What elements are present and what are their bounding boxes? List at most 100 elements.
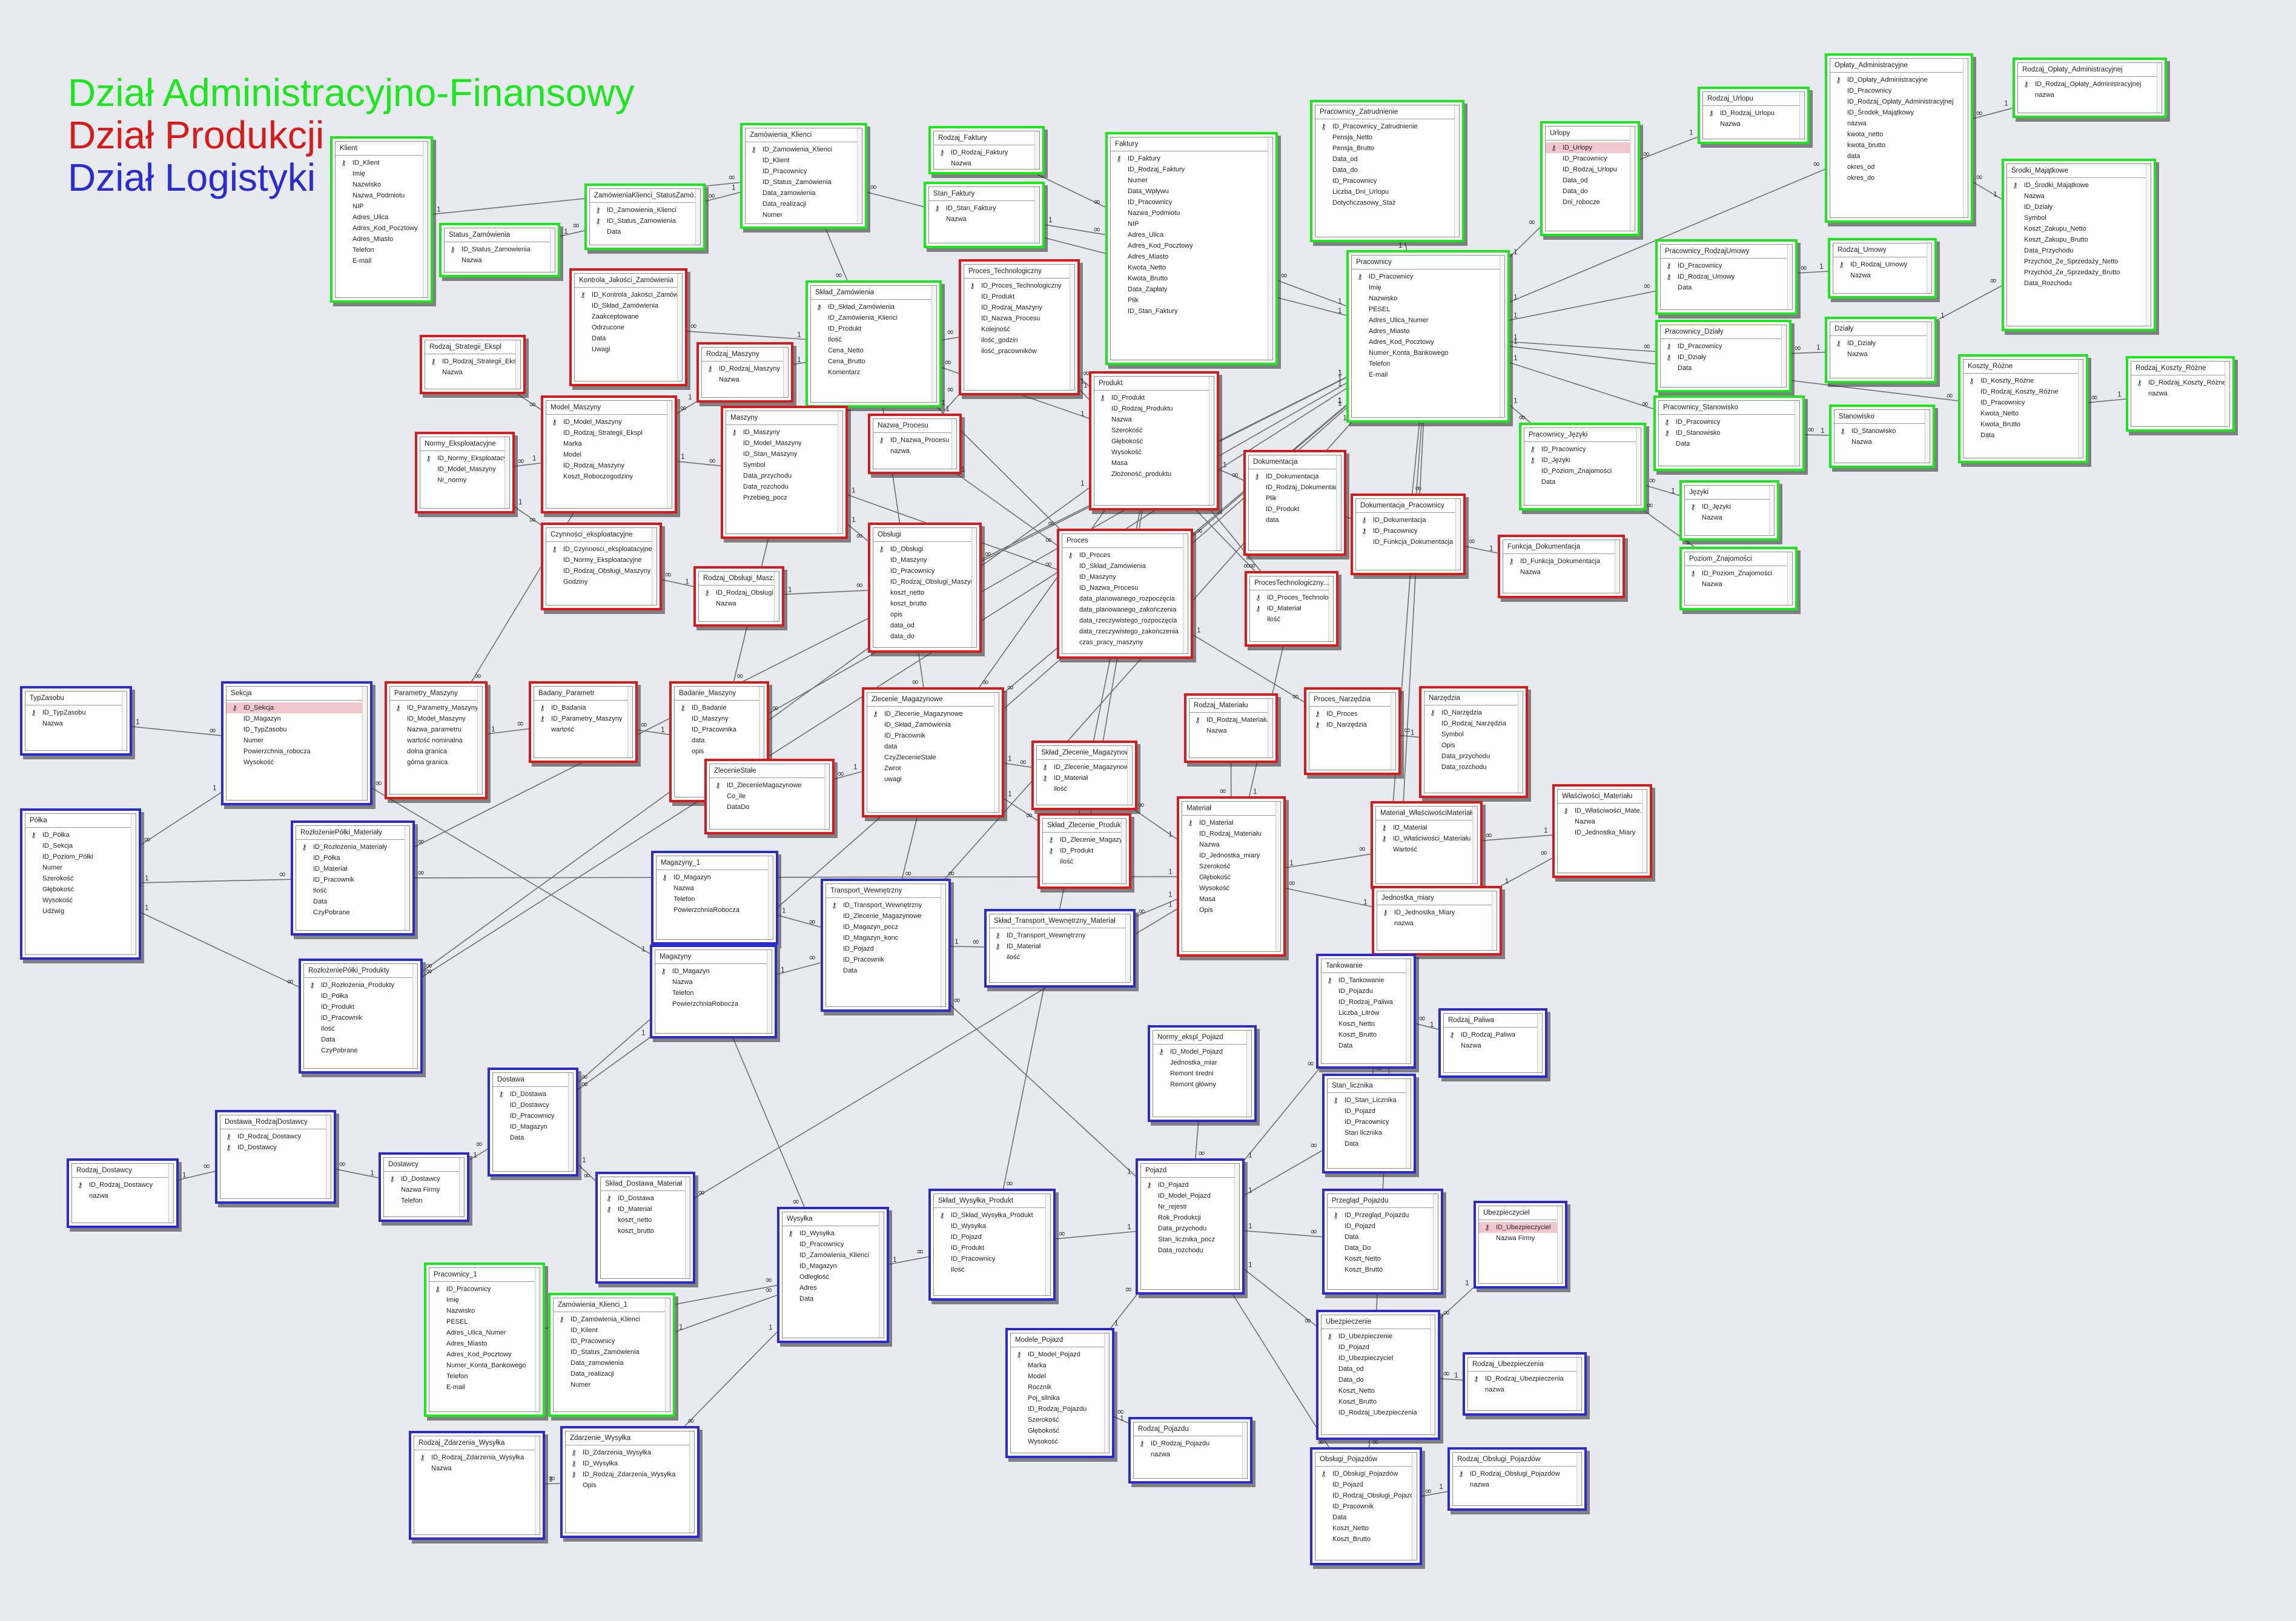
table-dostawa-rodzaj-dostawcy[interactable]: Dostawa_RodzajDostawcy⚷ID_Rodzaj_Dostawc…: [215, 1110, 336, 1204]
table-field[interactable]: Udźwig: [42, 908, 65, 915]
table-field[interactable]: Data_rozchodu: [1158, 1247, 1203, 1254]
table-field[interactable]: data_planowanego_rozpoczęcia: [1079, 595, 1175, 603]
table-scrollbar[interactable]: [783, 348, 788, 397]
table-dokumentacja-pracownicy[interactable]: Dokumentacja_Pracownicy⚷ID_Dokumentacja⚷…: [1351, 494, 1466, 575]
table-field[interactable]: Koszt_Brutto: [1345, 1266, 1383, 1273]
table-field[interactable]: Data_rozchodu: [743, 483, 789, 490]
primary-key-field[interactable]: ⚷ID_Rodzaj_Umowy: [1833, 259, 1931, 270]
table-title[interactable]: Dostawcy: [384, 1158, 464, 1172]
table-field[interactable]: Nazwa: [1111, 416, 1132, 423]
table-field[interactable]: ID_Pracownika: [692, 726, 736, 733]
table-field[interactable]: Głębokość: [1111, 438, 1143, 445]
table-field[interactable]: ID_Magazyn_pocz: [843, 923, 899, 931]
table-field[interactable]: nazwa: [1485, 1386, 1504, 1393]
table-title[interactable]: Model_Maszyny: [546, 401, 672, 415]
table-scrollbar[interactable]: [665, 1298, 670, 1411]
primary-key-field[interactable]: ⚷ID_Pracownicy_Zatrudnienie: [1315, 121, 1459, 132]
table-field[interactable]: Poj_silnika: [1028, 1395, 1060, 1402]
table-scrollbar[interactable]: [685, 1177, 690, 1278]
table-scrollbar[interactable]: [1268, 699, 1272, 758]
table-title[interactable]: Obsługi: [873, 528, 976, 542]
table-field[interactable]: nazwa: [1847, 120, 1867, 127]
table-field[interactable]: ID_Rodzaj_Koszty_Różne: [1980, 388, 2059, 395]
table-field[interactable]: Data_od: [1338, 1365, 1364, 1373]
table-field[interactable]: E-mail: [446, 1384, 466, 1391]
table-field[interactable]: Co_ile: [727, 793, 746, 800]
table-field[interactable]: Wysokość: [1111, 449, 1142, 456]
table-field[interactable]: nazwa: [890, 447, 910, 455]
primary-key-field[interactable]: ⚷ID_Magazyn: [657, 872, 773, 883]
primary-key-field[interactable]: ⚷ID_Pracownicy: [1659, 417, 1799, 428]
table-field[interactable]: Kwota_Netto: [1980, 410, 2019, 417]
table-title[interactable]: Wysyłka: [782, 1212, 884, 1226]
table-title[interactable]: Rodzaj_Paliwa: [1444, 1014, 1542, 1028]
table-title[interactable]: Poziom_Znajomości: [1685, 552, 1792, 566]
table-title[interactable]: Stan_licznika: [1328, 1079, 1411, 1093]
table-title[interactable]: Faktury: [1111, 137, 1272, 151]
table-scrollbar[interactable]: [1927, 243, 1931, 293]
table-field[interactable]: Zwrot: [884, 765, 901, 772]
table-field[interactable]: Telefon: [1369, 360, 1391, 368]
primary-key-field[interactable]: ⚷ID_Model_Pojazd: [1011, 1349, 1109, 1360]
table-scrollbar[interactable]: [951, 419, 956, 469]
table-field[interactable]: ID_Rodzaj_Opłaty_Administracyjnej: [1847, 98, 1954, 105]
table-field[interactable]: Głębokość: [42, 886, 74, 893]
primary-key-field[interactable]: ⚷ID_Rozłożenia_Materiały: [296, 842, 409, 853]
table-field[interactable]: koszt_brutto: [618, 1227, 654, 1235]
table-field[interactable]: Komentarz: [828, 369, 861, 376]
table-field[interactable]: Nazwa: [1575, 818, 1595, 825]
table-field[interactable]: Złożoność_produktu: [1111, 470, 1172, 478]
table-zamowienia-klienci[interactable]: Zamówienia_Klienci⚷ID_Zamowienia_Klienci…: [740, 123, 867, 229]
table-field[interactable]: Stan_licznika_pocz: [1158, 1236, 1216, 1243]
table-field[interactable]: ID_Pracownicy: [951, 1255, 996, 1263]
table-wlasciwosci-materialu[interactable]: Właściwości_Materiału⚷ID_Właściwości_Mat…: [1552, 784, 1652, 878]
table-scrollbar[interactable]: [1799, 92, 1804, 139]
table-rodzaj-koszty-rozne[interactable]: Rodzaj_Koszty_Różne⚷ID_Rodzaj_Koszty_Róż…: [2126, 356, 2235, 432]
primary-key-field[interactable]: ⚷ID_Funkcja_Dokumentacja: [1503, 556, 1619, 567]
table-scrollbar[interactable]: [1034, 131, 1039, 169]
table-title[interactable]: Materiał: [1182, 802, 1280, 816]
table-field[interactable]: Zaakceptowane: [592, 313, 639, 320]
table-field[interactable]: NIP: [352, 203, 364, 210]
table-field[interactable]: ID_Pracownik: [843, 956, 884, 963]
table-field[interactable]: data: [884, 743, 898, 750]
table-field[interactable]: Adres_Kod_Pocztowy: [1369, 338, 1434, 346]
primary-key-field[interactable]: ⚷ID_Materiał: [601, 1204, 690, 1215]
table-title[interactable]: Ubezpieczyciel: [1479, 1206, 1562, 1220]
table-scrollbar[interactable]: [1391, 693, 1395, 770]
table-field[interactable]: ID_Zamówienia_Klienci: [828, 314, 898, 322]
table-field[interactable]: ID_Półka: [321, 992, 348, 1000]
table-field[interactable]: Nazwa: [1847, 351, 1868, 358]
table-field[interactable]: Kwota_Netto: [1128, 264, 1166, 271]
table-title[interactable]: Rodzaj_Obsługi_Masz...: [699, 572, 779, 586]
table-title[interactable]: Języki: [1685, 486, 1774, 500]
primary-key-field[interactable]: ⚷ID_Materiał: [1182, 817, 1280, 828]
table-field[interactable]: Cena_Brutto: [828, 358, 865, 365]
table-scrollbar[interactable]: [1927, 322, 1931, 378]
table-field[interactable]: Nazwa: [1702, 581, 1722, 588]
table-title[interactable]: Rodzaj_Koszty_Różne: [2131, 362, 2229, 375]
table-field[interactable]: ID_Dostawcy: [510, 1101, 549, 1109]
table-field[interactable]: ID_Pracownicy: [1980, 399, 2025, 406]
table-field[interactable]: Data_do: [1338, 1376, 1364, 1384]
table-field[interactable]: Uwagi: [592, 346, 610, 353]
table-title[interactable]: ZamówieniaKlienci_StatusZamó...: [590, 189, 700, 203]
table-field[interactable]: ID_Pojazdu: [1338, 988, 1373, 995]
table-title[interactable]: Zamówienia_Klienci_1: [554, 1298, 670, 1312]
table-field[interactable]: ID_Maszyny: [890, 556, 927, 564]
primary-key-field[interactable]: ⚷ID_Status_Zamowienia: [590, 216, 700, 226]
